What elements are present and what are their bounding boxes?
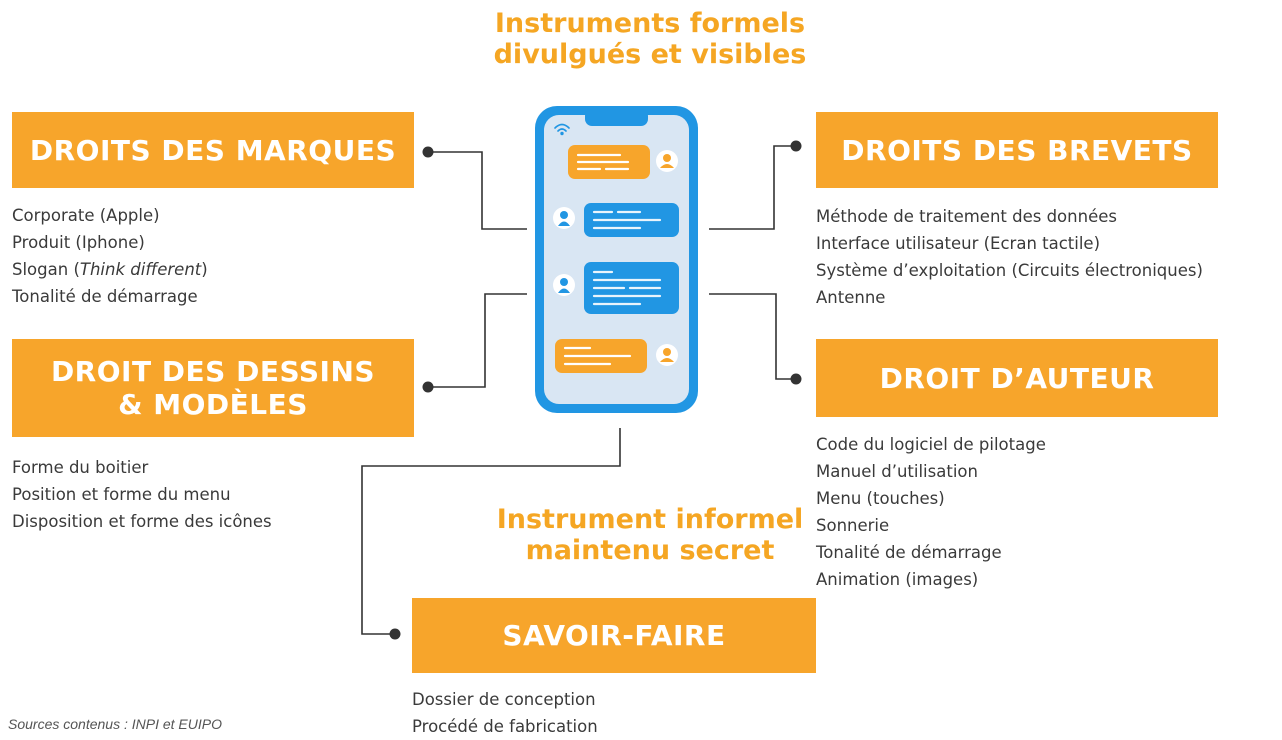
know-how-list: Dossier de conception Procédé de fabrica… [412, 686, 598, 740]
design-list: Forme du boitier Position et forme du me… [12, 454, 272, 535]
copyright-title: DROIT D’AUTEUR [879, 361, 1155, 395]
list-item: Manuel d’utilisation [816, 462, 978, 481]
user-avatar-icon [656, 344, 678, 366]
dot-trademark [422, 146, 434, 158]
dot-patent [790, 140, 802, 152]
connector-dots [389, 140, 802, 640]
user-avatar-icon [656, 150, 678, 172]
slogan-suffix: ) [201, 260, 208, 279]
trademark-rights-box: DROITS DES MARQUES [12, 112, 414, 188]
user-avatar-icon [553, 274, 575, 296]
list-item: Système d’exploitation (Circuits électro… [816, 261, 1203, 280]
list-item: Animation (images) [816, 570, 979, 589]
copyright-list: Code du logiciel de pilotage Manuel d’ut… [816, 431, 1046, 593]
design-rights-title-line1: DROIT DES DESSINS [50, 355, 376, 388]
connector-lines [361, 145, 796, 635]
smartphone-icon [535, 106, 698, 413]
connector-trademark [428, 151, 527, 230]
trademark-list: Corporate (Apple) Produit (Iphone) Sloga… [12, 202, 208, 310]
dot-know-how [389, 628, 401, 640]
list-item: Tonalité de démarrage [816, 543, 1002, 562]
patent-list: Méthode de traitement des données Interf… [816, 203, 1203, 311]
design-rights-box: DROIT DES DESSINS & MODÈLES [12, 339, 414, 437]
connector-patent [709, 145, 796, 230]
list-item: Disposition et forme des icônes [12, 512, 272, 531]
user-avatar-icon [553, 207, 575, 229]
list-item: Dossier de conception [412, 690, 596, 709]
list-item: Forme du boitier [12, 458, 149, 477]
list-item: Corporate (Apple) [12, 206, 160, 225]
dot-design [422, 381, 434, 393]
patent-rights-box: DROITS DES BREVETS [816, 112, 1218, 188]
know-how-title: SAVOIR-FAIRE [502, 619, 726, 652]
dot-copyright [790, 373, 802, 385]
connector-copyright [709, 293, 796, 380]
list-item: Position et forme du menu [12, 485, 231, 504]
informal-heading-line1: Instrument informel [496, 504, 804, 535]
formal-heading-line1: Instruments formels [494, 8, 806, 39]
list-item: Slogan (Think different) [12, 256, 208, 283]
connector-know-how [361, 428, 621, 635]
trademark-rights-title: DROITS DES MARQUES [29, 133, 397, 167]
list-item: Antenne [816, 288, 886, 307]
formal-heading-line2: divulgués et visibles [493, 39, 807, 70]
informal-instrument-heading: Instrument informel maintenu secret [400, 504, 900, 566]
list-item: Interface utilisateur (Ecran tactile) [816, 234, 1101, 253]
slogan-prefix: Slogan ( [12, 260, 80, 279]
list-item: Sonnerie [816, 516, 890, 535]
design-rights-title-line2: & MODÈLES [118, 388, 308, 421]
list-item: Tonalité de démarrage [12, 287, 198, 306]
connector-design [428, 293, 527, 388]
slogan-text: Think different [79, 260, 202, 279]
list-item: Méthode de traitement des données [816, 207, 1117, 226]
list-item: Menu (touches) [816, 489, 945, 508]
list-item: Procédé de fabrication [412, 717, 598, 736]
list-item: Code du logiciel de pilotage [816, 435, 1046, 454]
sources-note: Sources contenus : INPI et EUIPO [8, 716, 222, 732]
wifi-icon [554, 123, 570, 136]
list-item: Produit (Iphone) [12, 233, 145, 252]
formal-instruments-heading: Instruments formels divulgués et visible… [400, 8, 900, 70]
know-how-box: SAVOIR-FAIRE [412, 598, 816, 673]
copyright-box: DROIT D’AUTEUR [816, 339, 1218, 417]
informal-heading-line2: maintenu secret [525, 535, 775, 566]
patent-rights-title: DROITS DES BREVETS [841, 133, 1193, 167]
